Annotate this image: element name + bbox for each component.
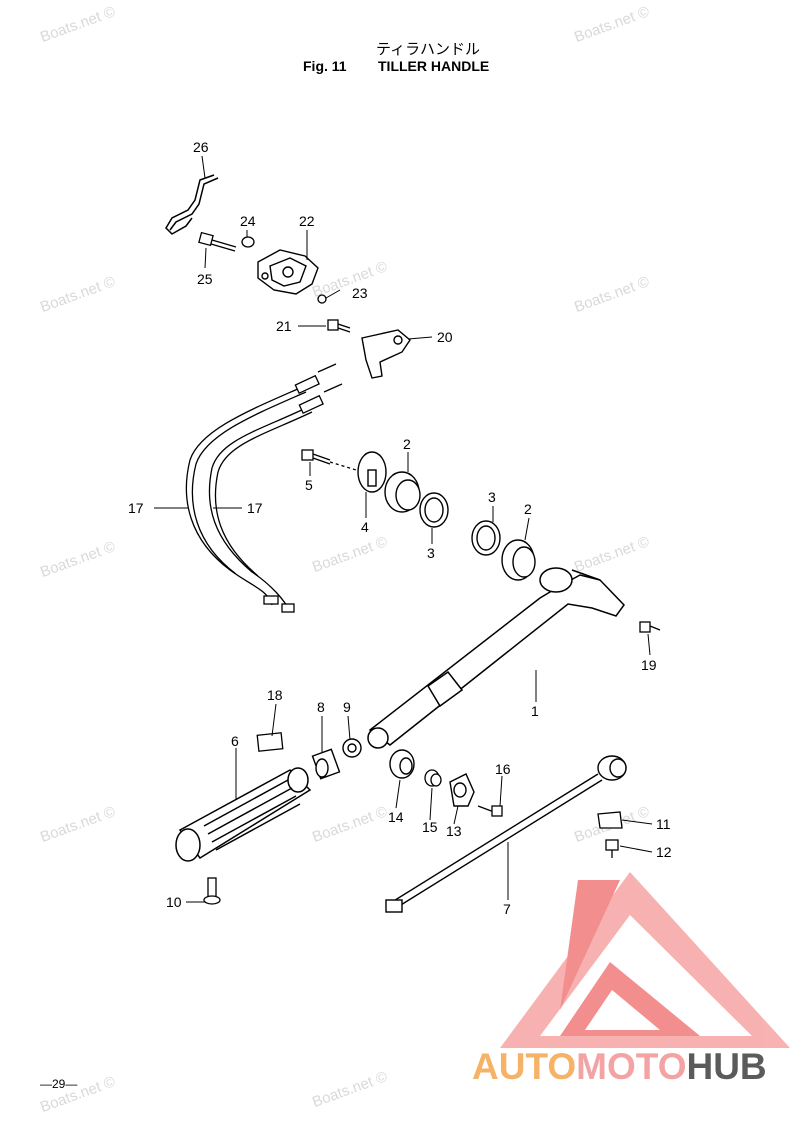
callout-22: 22 bbox=[299, 213, 315, 229]
title-english: TILLER HANDLE bbox=[378, 58, 490, 74]
callout-21: 21 bbox=[276, 318, 292, 334]
part-2-bushing-upper bbox=[384, 471, 421, 513]
part-21-bolt bbox=[327, 319, 351, 333]
callout-3a: 3 bbox=[427, 545, 435, 561]
callout-3b: 3 bbox=[488, 489, 496, 505]
callout-2b: 2 bbox=[524, 501, 532, 517]
part-19-screw bbox=[639, 621, 661, 633]
part-25-bolt bbox=[198, 231, 237, 252]
part-22-bracket bbox=[257, 249, 319, 295]
callout-18: 18 bbox=[267, 687, 283, 703]
part-9-washer bbox=[342, 738, 362, 758]
page-number: —29— bbox=[40, 1077, 78, 1091]
part-14-collar bbox=[389, 749, 415, 779]
callout-14: 14 bbox=[388, 809, 404, 825]
part-23-nut bbox=[317, 294, 327, 304]
part-11-clip bbox=[597, 811, 623, 829]
part-7-throttle-cable bbox=[385, 755, 627, 913]
part-26-clip bbox=[165, 174, 219, 235]
part-12-screw bbox=[605, 839, 619, 858]
part-10-screw bbox=[203, 877, 221, 905]
callout-25: 25 bbox=[197, 271, 213, 287]
callout-16: 16 bbox=[495, 761, 511, 777]
part-3-ring-lower bbox=[471, 520, 501, 556]
title-japanese: ティラハンドル bbox=[376, 40, 480, 58]
callout-leaders bbox=[154, 155, 653, 903]
part-6-grip bbox=[175, 767, 312, 862]
callout-2a: 2 bbox=[403, 436, 411, 452]
callout-19: 19 bbox=[641, 657, 657, 673]
brand-part-auto: AUTO bbox=[472, 1046, 577, 1087]
part-8-sleeve bbox=[311, 748, 341, 780]
part-15-spring bbox=[424, 769, 442, 787]
callout-13: 13 bbox=[446, 823, 462, 839]
callout-9: 9 bbox=[343, 699, 351, 715]
brand-logo-mark bbox=[500, 872, 790, 1048]
brand-part-hub: HUB bbox=[686, 1046, 767, 1087]
callout-1: 1 bbox=[531, 703, 539, 719]
part-1-tiller-arm bbox=[367, 567, 625, 749]
callout-11: 11 bbox=[656, 816, 671, 832]
callout-12: 12 bbox=[656, 844, 672, 860]
part-16-screw bbox=[477, 805, 503, 817]
brand-wordmark: AUTOMOTOHUB bbox=[472, 1046, 767, 1088]
callout-7: 7 bbox=[503, 901, 511, 917]
callout-6: 6 bbox=[231, 733, 239, 749]
callout-labels: 26 24 22 25 23 21 20 2 5 4 3 3 2 17 17 1… bbox=[128, 139, 672, 917]
part-24-washer bbox=[241, 236, 255, 248]
part-13-clamp bbox=[449, 773, 475, 807]
part-5-bolt bbox=[301, 449, 357, 471]
part-3-ring-upper bbox=[419, 492, 449, 528]
callout-15: 15 bbox=[422, 819, 438, 835]
part-4-plate bbox=[357, 451, 387, 493]
part-18-decal bbox=[256, 732, 284, 752]
callout-8: 8 bbox=[317, 699, 325, 715]
callout-26: 26 bbox=[193, 139, 209, 155]
callout-23: 23 bbox=[352, 285, 368, 301]
callout-17b: 17 bbox=[247, 500, 263, 516]
part-2-bushing-lower bbox=[501, 539, 536, 581]
callout-5: 5 bbox=[305, 477, 313, 493]
brand-part-moto: MOTO bbox=[576, 1046, 687, 1087]
callout-4: 4 bbox=[361, 519, 369, 535]
part-17-cables bbox=[185, 363, 343, 613]
callout-10: 10 bbox=[166, 894, 182, 910]
part-20-plate bbox=[361, 329, 411, 379]
callout-24: 24 bbox=[240, 213, 256, 229]
callout-20: 20 bbox=[437, 329, 453, 345]
figure-number: Fig. 11 bbox=[303, 58, 347, 74]
callout-17a: 17 bbox=[128, 500, 144, 516]
